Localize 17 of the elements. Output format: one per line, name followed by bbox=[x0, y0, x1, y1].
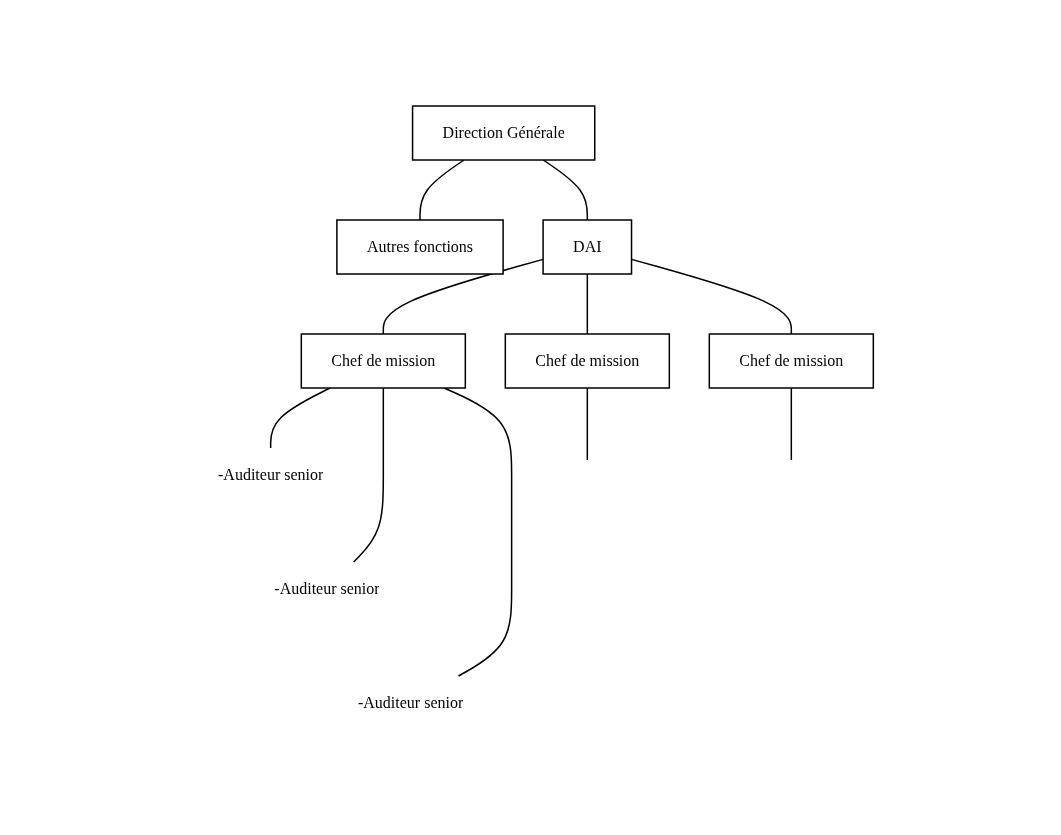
connector bbox=[790, 386, 792, 461]
node-box: Chef de mission bbox=[504, 332, 670, 389]
connector bbox=[419, 158, 465, 221]
node-box: Chef de mission bbox=[708, 332, 874, 389]
connector bbox=[586, 386, 588, 461]
connector bbox=[586, 272, 588, 335]
connector bbox=[352, 386, 384, 563]
node-text: -Auditeur senior bbox=[357, 693, 464, 711]
node-box: DAI bbox=[542, 218, 633, 275]
node-box: Direction Générale bbox=[411, 104, 596, 161]
connector bbox=[542, 158, 588, 221]
node-box: Chef de mission bbox=[300, 332, 466, 389]
node-text: -Auditeur senior bbox=[217, 465, 324, 483]
node-text: -Auditeur senior bbox=[274, 579, 380, 597]
connector bbox=[443, 386, 513, 677]
connector bbox=[269, 386, 331, 449]
node-box: Autres fonctions bbox=[336, 218, 504, 275]
